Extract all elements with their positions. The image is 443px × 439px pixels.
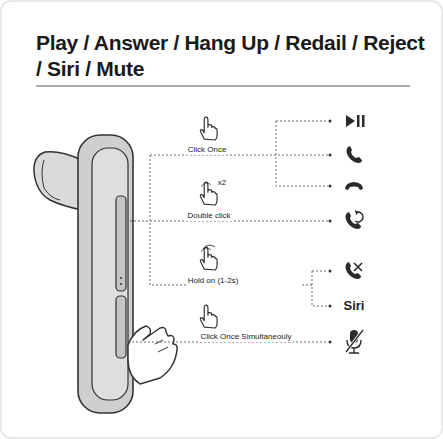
mute-icon: [346, 330, 363, 353]
title: Play / Answer / Hang Up / Redail / Rejec…: [36, 30, 431, 82]
repeat-count: x2: [217, 178, 227, 188]
gesture-label: Click Once Simultaneouly: [199, 332, 292, 342]
reject-icon: [346, 262, 362, 279]
function-icons: [345, 115, 365, 353]
gesture-label: Hold on (1-2s): [187, 276, 240, 286]
function-label: Siri: [344, 298, 365, 313]
answer-icon: [347, 146, 363, 163]
leader-lines: [128, 121, 328, 342]
hangup-icon: [345, 182, 363, 190]
title-rule: [36, 86, 410, 87]
redial-icon: [346, 212, 362, 229]
headset-drawing: [34, 135, 177, 413]
play-pause-icon: [346, 115, 355, 127]
gesture-label: Double click: [186, 211, 231, 221]
leader-dots: [329, 120, 332, 344]
gesture-label: Click Once: [187, 145, 228, 155]
